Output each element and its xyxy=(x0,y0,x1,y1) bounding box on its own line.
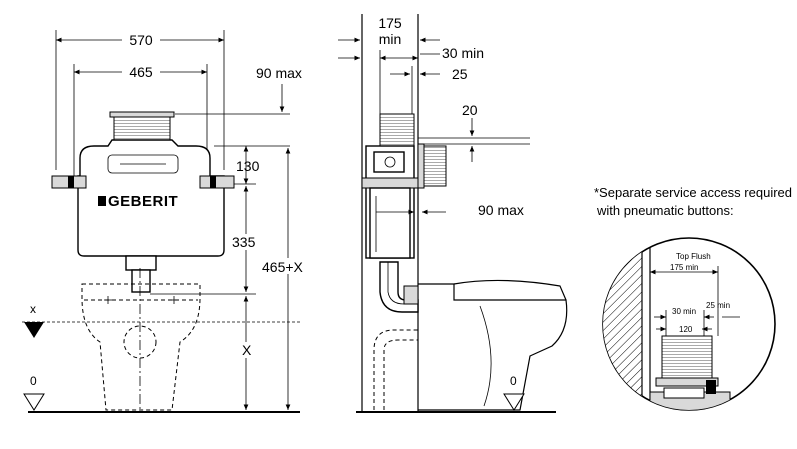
dim-335: 335 xyxy=(150,186,260,295)
dim-x: X xyxy=(240,296,254,410)
toilet-front-dashed xyxy=(81,268,201,412)
dim-90-max-side: 90 max xyxy=(376,202,524,218)
dim-465-label: 465 xyxy=(129,64,153,80)
detail-dim-120: 120 xyxy=(679,325,693,334)
detail-dim-25-min: 25 min xyxy=(706,301,730,310)
front-view: 570 465 90 max xyxy=(22,30,312,413)
detail-dim-30-min: 30 min xyxy=(672,307,696,316)
toilet-side-outline xyxy=(418,279,568,411)
service-access-note: *Separate service access required with p… xyxy=(594,185,792,218)
dim-20: 20 xyxy=(418,102,530,162)
level-marker-zero-front-label: 0 xyxy=(30,374,37,388)
level-marker-x-label: x xyxy=(30,302,36,316)
level-marker-zero-side-label: 0 xyxy=(510,374,517,388)
side-view: 175 min 30 min 25 20 xyxy=(338,14,568,413)
dim-90-max-front: 90 max xyxy=(175,65,302,115)
dim-465: 465 xyxy=(73,63,208,178)
note-line-1: *Separate service access required xyxy=(594,185,792,200)
note-line-2: with pneumatic buttons: xyxy=(596,203,734,218)
geberit-logo: GEBERIT xyxy=(108,193,178,210)
dim-20-label: 20 xyxy=(462,102,478,118)
dim-175-label: 175 xyxy=(378,15,402,31)
dim-130: 130 xyxy=(214,145,290,185)
level-marker-zero-side: 0 xyxy=(503,374,525,411)
side-flush-cylinder xyxy=(379,113,415,147)
top-flush-detail: Top Flush 175 min 30 min 25 min 120 xyxy=(602,237,776,411)
dim-90-max-side-label: 90 max xyxy=(478,202,524,218)
dim-570-label: 570 xyxy=(129,32,153,48)
dim-30-min-label: 30 min xyxy=(442,45,484,61)
cistern-side xyxy=(361,145,419,259)
detail-title: Top Flush xyxy=(676,252,711,261)
dim-25-label: 25 xyxy=(452,66,468,82)
level-marker-x: x xyxy=(22,302,300,338)
dim-90-max-front-label: 90 max xyxy=(256,65,302,81)
dim-335-label: 335 xyxy=(232,234,256,250)
dim-130-label: 130 xyxy=(236,158,260,174)
flush-pipe xyxy=(373,261,419,410)
dim-465-plus-x: 465+X xyxy=(262,148,312,410)
dim-175-min: 175 min xyxy=(338,15,440,61)
dim-25: 25 xyxy=(390,66,468,114)
cistern-front: GEBERIT xyxy=(51,139,235,293)
detail-dim-175-min: 175 min xyxy=(670,263,698,272)
level-marker-zero-front: 0 xyxy=(23,374,45,411)
dim-x-label: X xyxy=(242,342,252,358)
dim-min-label: min xyxy=(379,31,402,47)
dim-465-plus-x-label: 465+X xyxy=(262,259,304,275)
dim-30-min: 30 min xyxy=(379,45,484,114)
dim-570: 570 xyxy=(55,30,225,170)
